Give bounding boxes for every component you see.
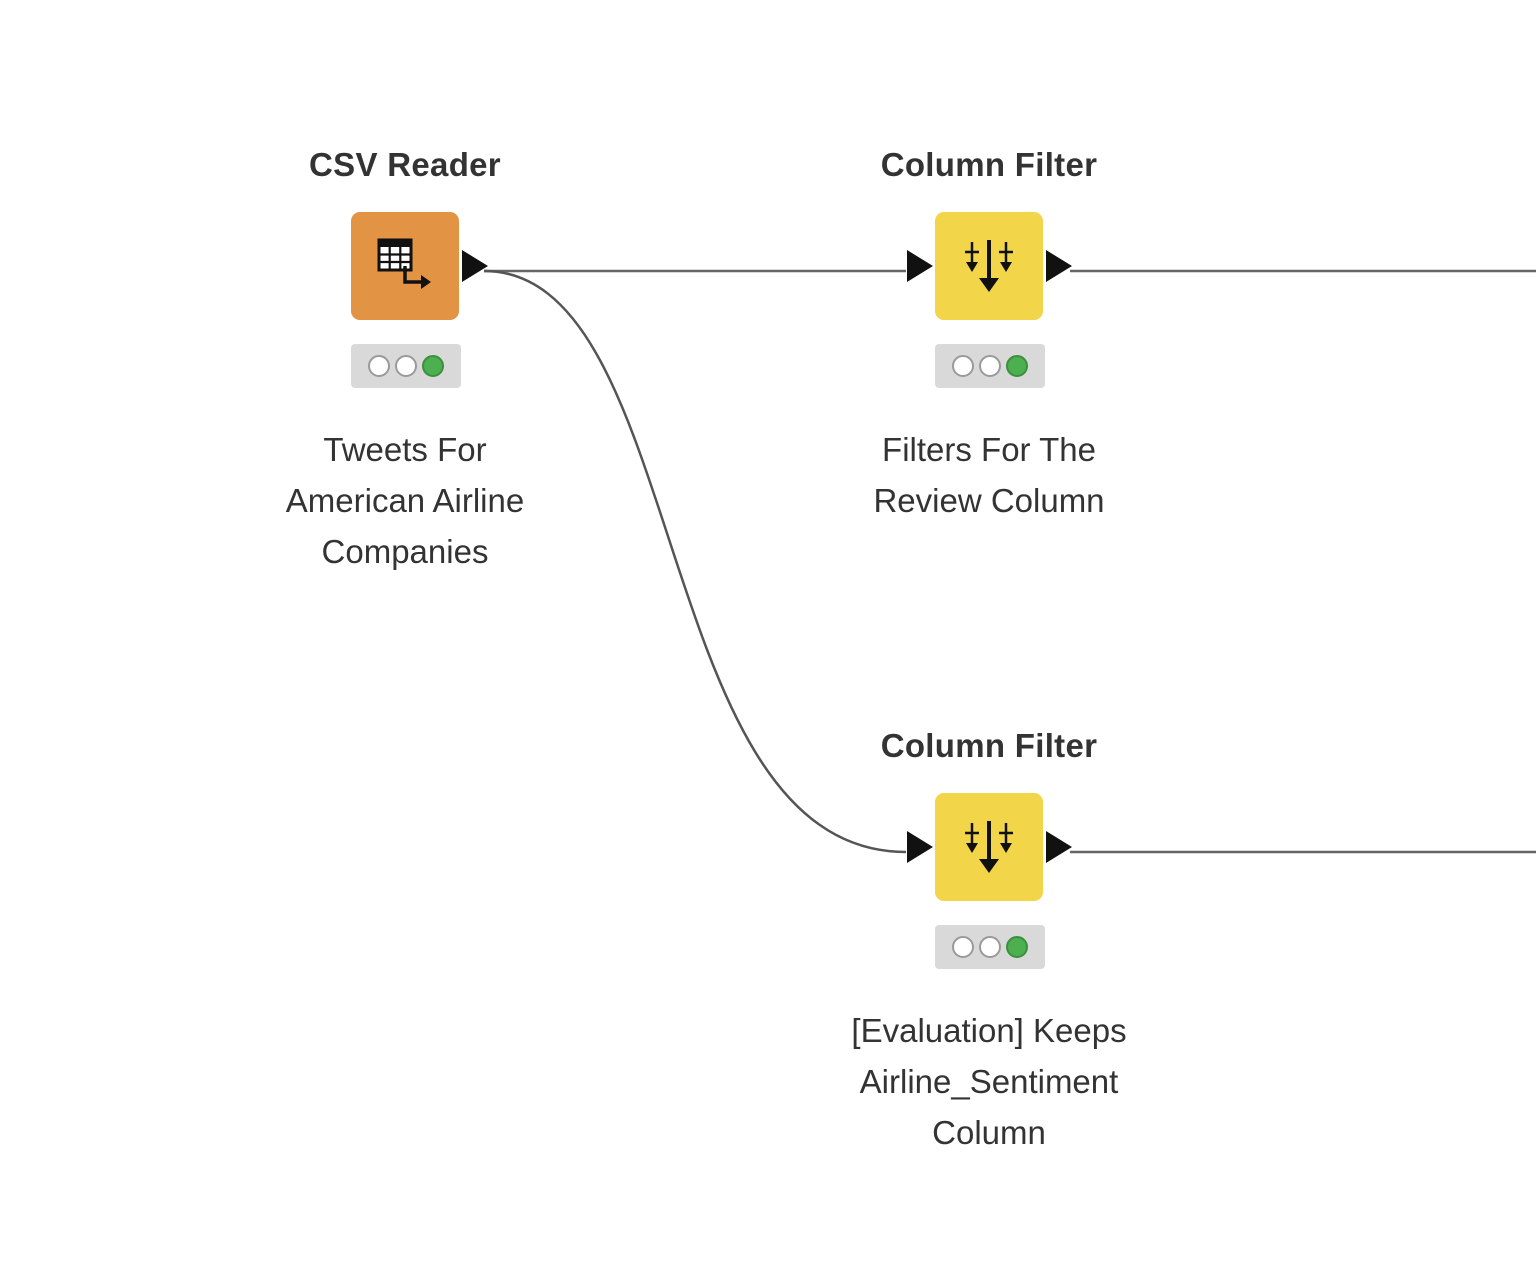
node-label-line: Column (932, 1114, 1046, 1151)
status-light-executed (1006, 355, 1028, 377)
node-label-line: Filters For The (882, 431, 1096, 468)
status-light-inactive (395, 355, 417, 377)
table-reader-icon (377, 238, 431, 289)
input-port[interactable] (907, 250, 933, 282)
connection-csv-to-evaluation-filter[interactable] (483, 269, 907, 854)
node-label[interactable]: [Evaluation] Keeps Airline_Sentiment Col… (789, 1005, 1189, 1158)
node-csv-reader[interactable]: CSV Reader Tweets For American Airline C… (205, 146, 605, 586)
node-column-filter-review[interactable]: Column Filter Filters For The Review Col… (789, 146, 1189, 586)
node-title: Column Filter (880, 146, 1098, 183)
status-light-inactive (952, 355, 974, 377)
output-port[interactable] (462, 250, 488, 282)
node-label-line: Review Column (873, 482, 1105, 519)
node-title: Column Filter (880, 727, 1098, 764)
status-light-inactive (952, 936, 974, 958)
column-filter-icon (965, 240, 1013, 292)
node-label[interactable]: Tweets For American Airline Companies (205, 424, 605, 577)
node-status-indicator (351, 344, 461, 388)
status-light-inactive (979, 355, 1001, 377)
node-label-line: [Evaluation] Keeps (851, 1012, 1127, 1049)
node-label-line: Companies (321, 533, 489, 570)
node-title: CSV Reader (309, 146, 501, 183)
output-port[interactable] (1046, 831, 1072, 863)
column-filter-node-body[interactable] (935, 793, 1043, 901)
input-port[interactable] (907, 831, 933, 863)
node-column-filter-evaluation[interactable]: Column Filter [Evaluation] Keeps Airline… (789, 727, 1189, 1167)
node-label-line: Tweets For (323, 431, 487, 468)
node-label-line: Airline_Sentiment (859, 1063, 1119, 1100)
node-label-line: American Airline (285, 482, 525, 519)
node-status-indicator (935, 925, 1045, 969)
csv-reader-node-body[interactable] (351, 212, 459, 320)
column-filter-icon (965, 821, 1013, 873)
column-filter-node-body[interactable] (935, 212, 1043, 320)
node-status-indicator (935, 344, 1045, 388)
status-light-executed (1006, 936, 1028, 958)
status-light-executed (422, 355, 444, 377)
status-light-inactive (368, 355, 390, 377)
status-light-inactive (979, 936, 1001, 958)
output-port[interactable] (1046, 250, 1072, 282)
node-label[interactable]: Filters For The Review Column (789, 424, 1189, 526)
